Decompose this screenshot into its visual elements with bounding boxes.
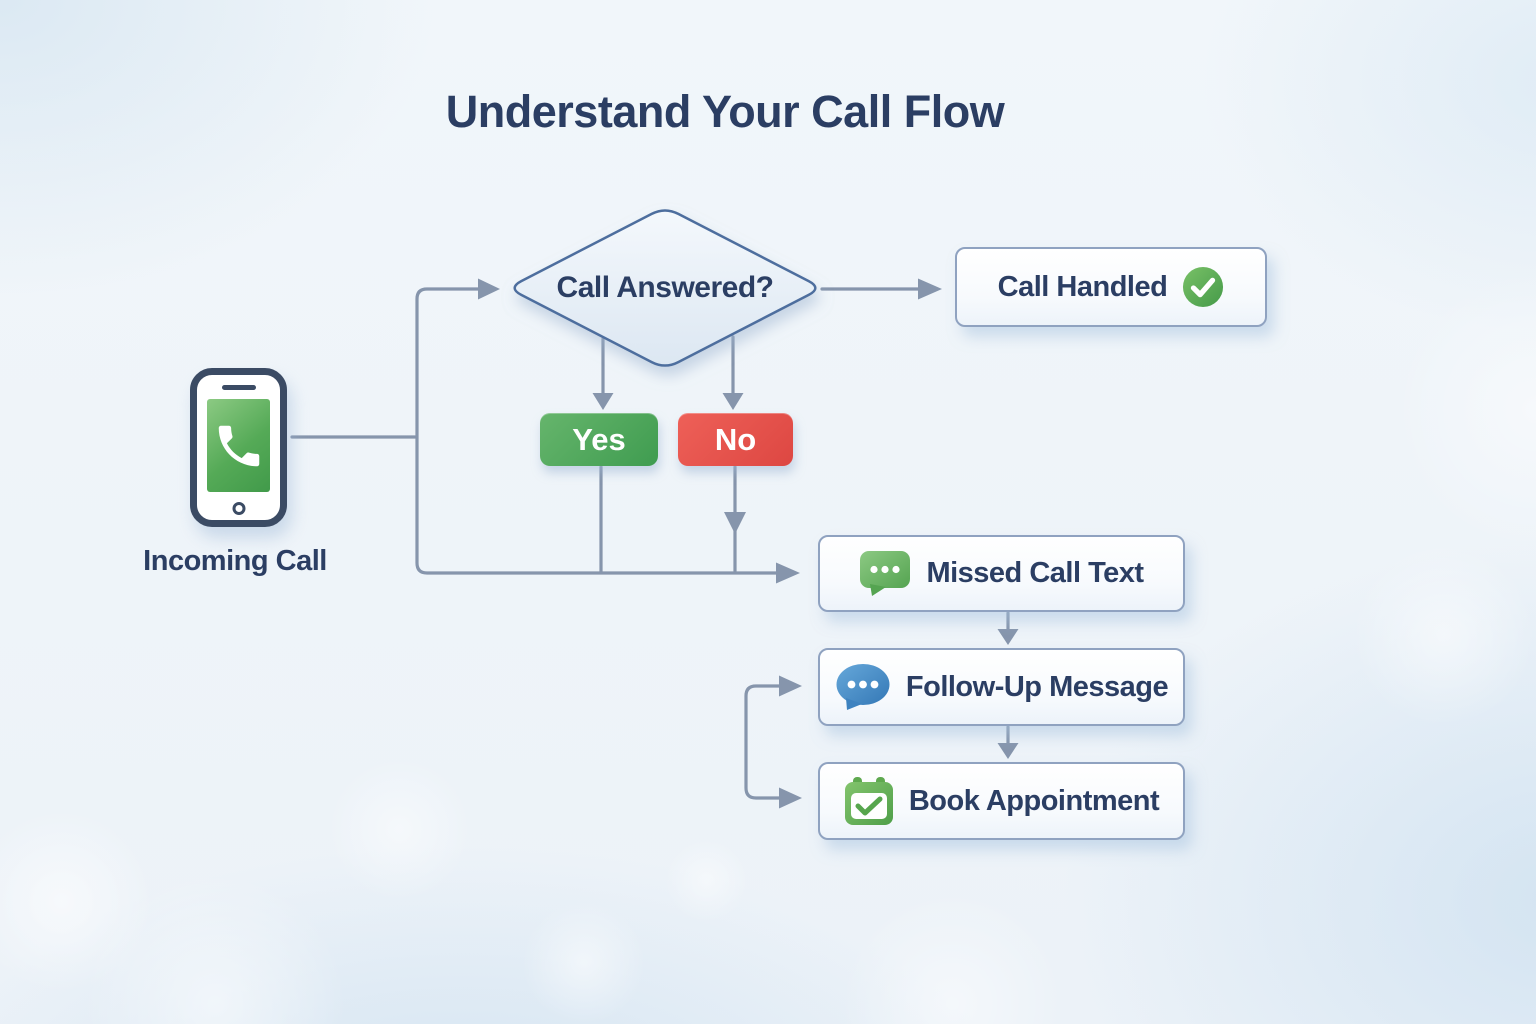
chat-bubble-icon	[836, 664, 890, 710]
no-branch-badge: No	[678, 413, 793, 466]
phone-speaker-bar	[221, 385, 256, 390]
phone-icon	[218, 425, 259, 466]
book-appointment-node: Book Appointment	[818, 762, 1185, 840]
smartphone-illustration	[190, 368, 287, 527]
yes-label: Yes	[572, 421, 626, 457]
call-handled-label: Call Handled	[997, 270, 1168, 303]
missed-call-text-label: Missed Call Text	[926, 557, 1144, 589]
page-title: Understand Your Call Flow	[445, 86, 1005, 137]
calendar-check-icon	[844, 777, 893, 825]
book-appointment-label: Book Appointment	[908, 784, 1160, 817]
no-label: No	[714, 421, 757, 457]
follow-up-message-label: Follow-Up Message	[905, 670, 1169, 703]
missed-call-text-node: Missed Call Text	[818, 535, 1185, 612]
phone-home-button	[232, 502, 245, 515]
call-handled-node: Call Handled	[955, 247, 1267, 327]
yes-branch-badge: Yes	[540, 413, 658, 466]
check-circle-icon	[1183, 266, 1224, 308]
decision-label: Call Answered?	[556, 271, 774, 304]
phone-screen	[207, 399, 270, 492]
incoming-call-label: Incoming Call	[143, 545, 327, 577]
sms-bubble-icon	[860, 551, 911, 596]
follow-up-message-node: Follow-Up Message	[818, 648, 1185, 726]
